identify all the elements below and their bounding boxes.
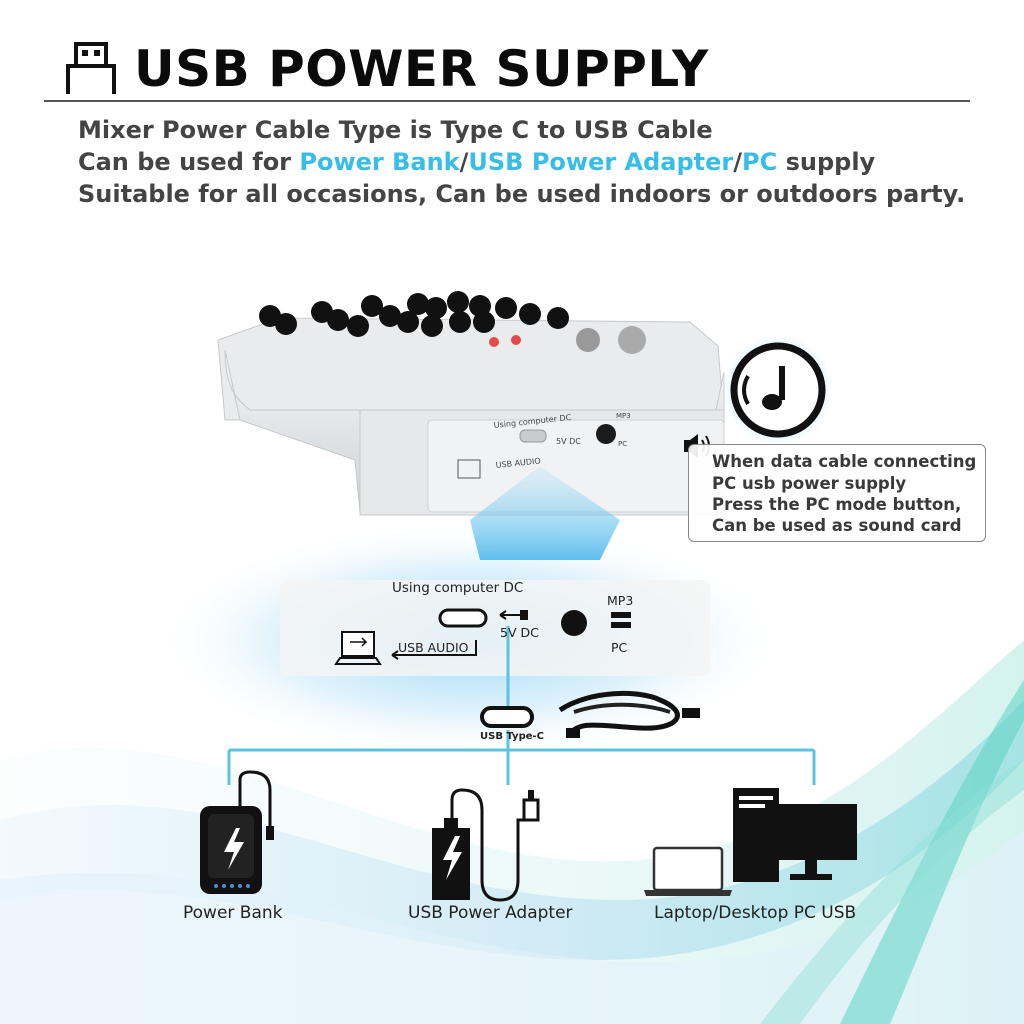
mixer-pc-label: PC	[618, 440, 627, 448]
panel-computer-dc-label: Using computer DC	[392, 580, 524, 596]
separator: /	[459, 148, 469, 176]
power-bank-highlight: Power Bank	[299, 148, 460, 176]
callout-box	[688, 444, 986, 542]
port-panel	[280, 580, 710, 676]
callout-line: When data cable connecting	[712, 452, 977, 471]
title-divider	[44, 100, 970, 102]
description-line-1: Mixer Power Cable Type is Type C to USB …	[78, 116, 713, 144]
mixer-mp3-label: MP3	[616, 412, 631, 420]
panel-pc-label: PC	[611, 640, 628, 655]
panel-usb-audio-label: USB AUDIO	[398, 640, 469, 655]
panel-5v-label: 5V DC	[500, 625, 539, 640]
page-title: USB POWER SUPPLY	[134, 40, 709, 98]
usb-c-port	[438, 608, 488, 628]
usb-adapter-icon	[432, 788, 540, 902]
description-line-3: Suitable for all occasions, Can be used …	[78, 180, 966, 208]
laptop-desktop-icon	[644, 788, 857, 896]
panel-mp3-label: MP3	[607, 593, 634, 608]
laptop-usb-icon	[334, 631, 382, 665]
callout-line: PC usb power supply	[712, 474, 907, 493]
pc-mode-button	[561, 610, 587, 636]
usb-adapter-label: USB Power Adapter	[408, 903, 573, 923]
pc-highlight: PC	[742, 148, 778, 176]
usb-plug-icon	[66, 42, 116, 94]
mixer-5v-label: 5V DC	[556, 437, 581, 446]
pc-label: Laptop/Desktop PC USB	[654, 903, 857, 923]
usb-type-c-icon	[480, 706, 534, 728]
callout-line: Can be used as sound card	[712, 516, 962, 535]
description-line-2-suffix: supply	[777, 148, 876, 176]
callout-line: Press the PC mode button,	[712, 495, 962, 514]
usb-cable-icon	[558, 691, 700, 738]
usb-adapter-highlight: USB Power Adapter	[468, 148, 734, 176]
description-line-2: Can be used for Power Bank/USB Power Ada…	[78, 148, 875, 176]
usb-type-c-label: USB Type-C	[480, 731, 545, 742]
power-bank-icon	[200, 770, 274, 894]
separator: /	[733, 148, 743, 176]
description-line-2-prefix: Can be used for	[78, 148, 300, 176]
power-bank-label: Power Bank	[183, 903, 283, 923]
